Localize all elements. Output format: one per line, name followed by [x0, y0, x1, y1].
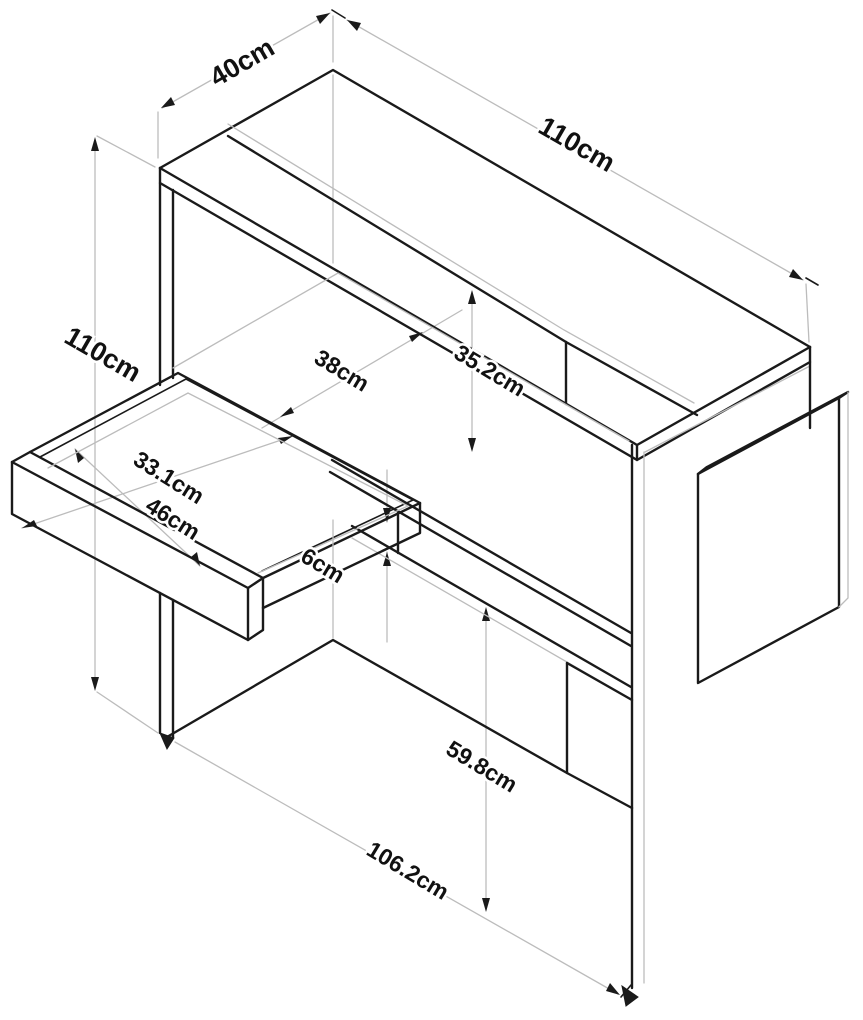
dim-line-top-depth: [161, 12, 331, 109]
base-frame: [165, 519, 634, 810]
side-mount-panel: [696, 390, 850, 685]
dim-ext-top-depth: [157, 15, 334, 159]
left-panel-front-edge-lower: [158, 591, 175, 739]
dim-line-drawer-depth: [21, 435, 294, 529]
left-side-panel: [158, 74, 334, 751]
side-panel-face: [696, 396, 841, 685]
hutch-top-panel: [158, 68, 812, 462]
dim-ext-top-width: [805, 283, 810, 343]
top-face-back-edges: [158, 68, 812, 349]
dimension-labels: 40cm 110cm 110cm 38cm 35.2cm 33.1cm 46cm…: [57, 30, 623, 908]
dim-line-top-width: [346, 19, 804, 281]
drawer-front-top-strip: [10, 450, 265, 590]
dim-label-drawer-height: 6cm: [297, 542, 350, 588]
arrowhead: [482, 607, 490, 621]
shelf-front-edge: [226, 134, 699, 417]
arrowhead: [468, 290, 476, 304]
dim-label-overall-height: 110cm: [60, 321, 147, 388]
arrowhead: [468, 438, 476, 452]
dim-label-hutch-clearance: 35.2cm: [450, 339, 530, 401]
dim-line-desk-depth: [261, 309, 463, 429]
dimension-lines: [21, 9, 819, 998]
dim-line-base-width: [174, 741, 619, 995]
upper-shelf: [226, 123, 699, 417]
drawer-rim-inner: [39, 378, 414, 572]
left-foot: [159, 732, 175, 751]
arrowhead: [347, 20, 361, 31]
side-panel-top-strip: [696, 390, 850, 476]
desk-surface: [172, 272, 633, 648]
drawer-rim-outer: [28, 371, 422, 580]
compartment-bottom-front-edge: [350, 524, 633, 689]
back-rail-top-edge: [565, 661, 634, 702]
arrowhead: [161, 97, 175, 108]
arrowhead: [606, 983, 620, 995]
drawer-right-side-face: [261, 501, 422, 610]
arrowhead: [316, 13, 330, 24]
arrowhead: [91, 677, 99, 691]
dim-label-underdesk-clearance: 59.8cm: [442, 735, 522, 797]
desk-front-top-edge: [330, 458, 633, 635]
arrowhead: [280, 407, 294, 417]
dim-hooks: [331, 9, 819, 286]
drawer: [10, 371, 422, 642]
drawer-compartment: [350, 509, 633, 700]
drawer-interior-bottom: [47, 392, 410, 574]
drawer-front-right-end: [246, 576, 265, 642]
right-panel-top-edge: [644, 365, 811, 453]
right-side-panel: [621, 360, 812, 1007]
dim-label-top-width: 110cm: [534, 111, 621, 178]
shelf-back-edge: [227, 123, 695, 404]
arrowhead: [482, 898, 490, 912]
side-panel-back-edge: [838, 391, 849, 608]
arrowhead: [789, 269, 803, 280]
desk-top-back-edges: [172, 272, 630, 442]
arrowhead: [278, 436, 293, 444]
dim-label-desk-depth: 38cm: [310, 344, 374, 397]
base-back-bottom-edges: [165, 638, 634, 810]
dim-label-base-width: 106.2cm: [362, 836, 453, 905]
dimension-arrowheads: [22, 13, 803, 995]
dim-label-top-depth: 40cm: [205, 32, 280, 93]
dim-line-drawer-width: [74, 448, 201, 567]
arrowhead: [383, 552, 391, 566]
top-face-front-edges: [158, 166, 812, 447]
left-panel-front-edge-upper: [158, 181, 175, 387]
dim-ext-overall-height: [96, 135, 159, 734]
arrowhead: [91, 137, 99, 151]
desk-front-bottom-edge: [328, 470, 633, 648]
right-foot: [621, 984, 639, 1007]
